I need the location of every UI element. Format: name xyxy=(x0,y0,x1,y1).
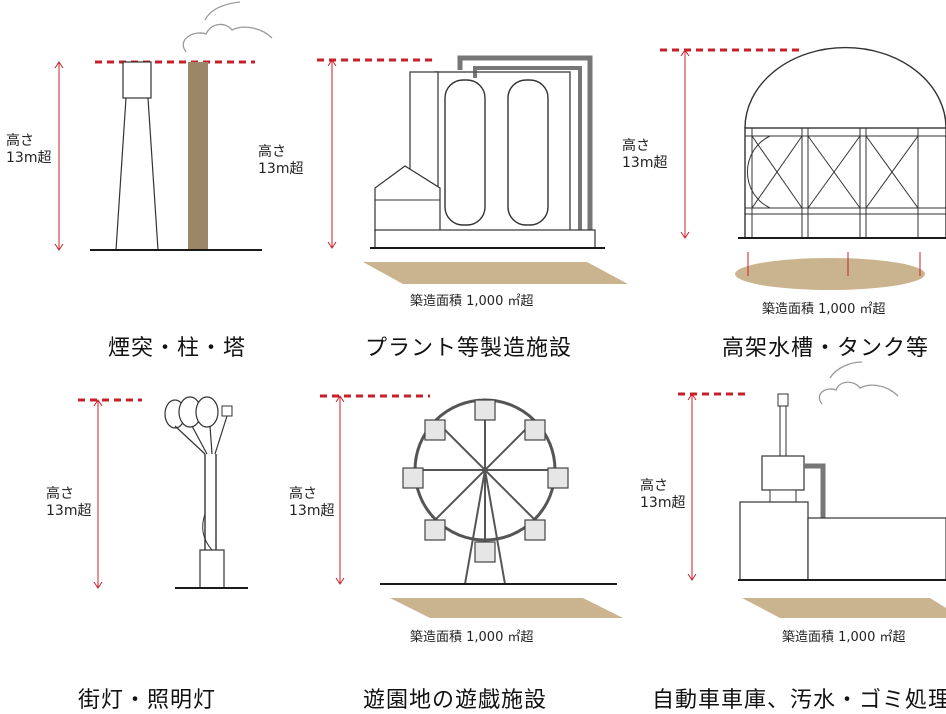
tank-illustration xyxy=(660,46,946,290)
height-label-line2: 13m超 xyxy=(289,503,335,519)
footprint-area xyxy=(390,598,623,618)
height-label: 高さ 13m超 xyxy=(6,133,51,167)
height-label-line1: 高さ xyxy=(622,138,650,154)
smoke-icon xyxy=(818,381,899,405)
street-light-illustration xyxy=(78,396,248,589)
height-label-line1: 高さ xyxy=(289,486,317,502)
height-label: 高さ 13m超 xyxy=(258,144,303,178)
panel-incinerator: 高さ 13m超 築造面積 1,000 ㎡超 自動車車庫、汚水・ゴミ処理 xyxy=(630,354,946,713)
area-label: 築造面積 1,000 ㎡超 xyxy=(410,294,534,309)
height-label-line2: 13m超 xyxy=(622,155,668,171)
area-label: 築造面積 1,000 ㎡超 xyxy=(782,630,906,645)
panel-caption: 高架水槽・タンク等 xyxy=(722,336,930,361)
panel-caption: プラント等製造施設 xyxy=(365,336,573,361)
height-label-line1: 高さ xyxy=(640,478,668,494)
area-label: 築造面積 1,000 ㎡超 xyxy=(410,630,534,645)
height-label: 高さ 13m超 xyxy=(46,486,91,520)
area-label: 築造面積 1,000 ㎡超 xyxy=(762,302,886,317)
panel-caption: 街灯・照明灯 xyxy=(78,688,217,713)
footprint-area xyxy=(735,258,925,290)
height-label: 高さ 13m超 xyxy=(640,478,685,512)
panel-caption: 遊園地の遊戯施設 xyxy=(363,688,548,713)
panel-caption: 自動車車庫、汚水・ゴミ処理 xyxy=(652,688,946,713)
panel-street-light: 高さ 13m超 街灯・照明灯 xyxy=(0,354,315,713)
footprint-area xyxy=(742,598,946,618)
chimney-pillar xyxy=(188,62,208,250)
height-label-line2: 13m超 xyxy=(6,150,52,166)
height-label: 高さ 13m超 xyxy=(289,486,334,520)
height-label-line2: 13m超 xyxy=(640,495,686,511)
panel-chimney: 高さ 13m超 煙突・柱・塔 xyxy=(0,0,315,361)
height-label-line1: 高さ xyxy=(6,133,34,149)
panel-tank: 高さ 13m超 築造面積 1,000 ㎡超 高架水槽・タンク等 xyxy=(622,0,946,361)
panel-caption: 煙突・柱・塔 xyxy=(108,336,247,361)
panel-plant: 高さ 13m超 築造面積 1,000 ㎡超 プラント等製造施設 xyxy=(258,0,630,361)
height-label-line2: 13m超 xyxy=(46,503,92,519)
panel-ferris-wheel: 高さ 13m超 築造面積 1,000 ㎡超 遊園地の遊戯施設 xyxy=(289,354,630,713)
height-label-line1: 高さ xyxy=(46,486,74,502)
height-label: 高さ 13m超 xyxy=(622,138,667,172)
ferris-wheel-illustration xyxy=(320,394,623,618)
smoke-icon xyxy=(182,23,273,53)
footprint-area xyxy=(363,262,628,284)
height-label-line1: 高さ xyxy=(258,144,286,160)
chimney-illustration xyxy=(54,1,273,251)
incinerator-illustration xyxy=(678,361,946,618)
plant-illustration xyxy=(317,55,628,284)
height-label-line2: 13m超 xyxy=(258,161,304,177)
